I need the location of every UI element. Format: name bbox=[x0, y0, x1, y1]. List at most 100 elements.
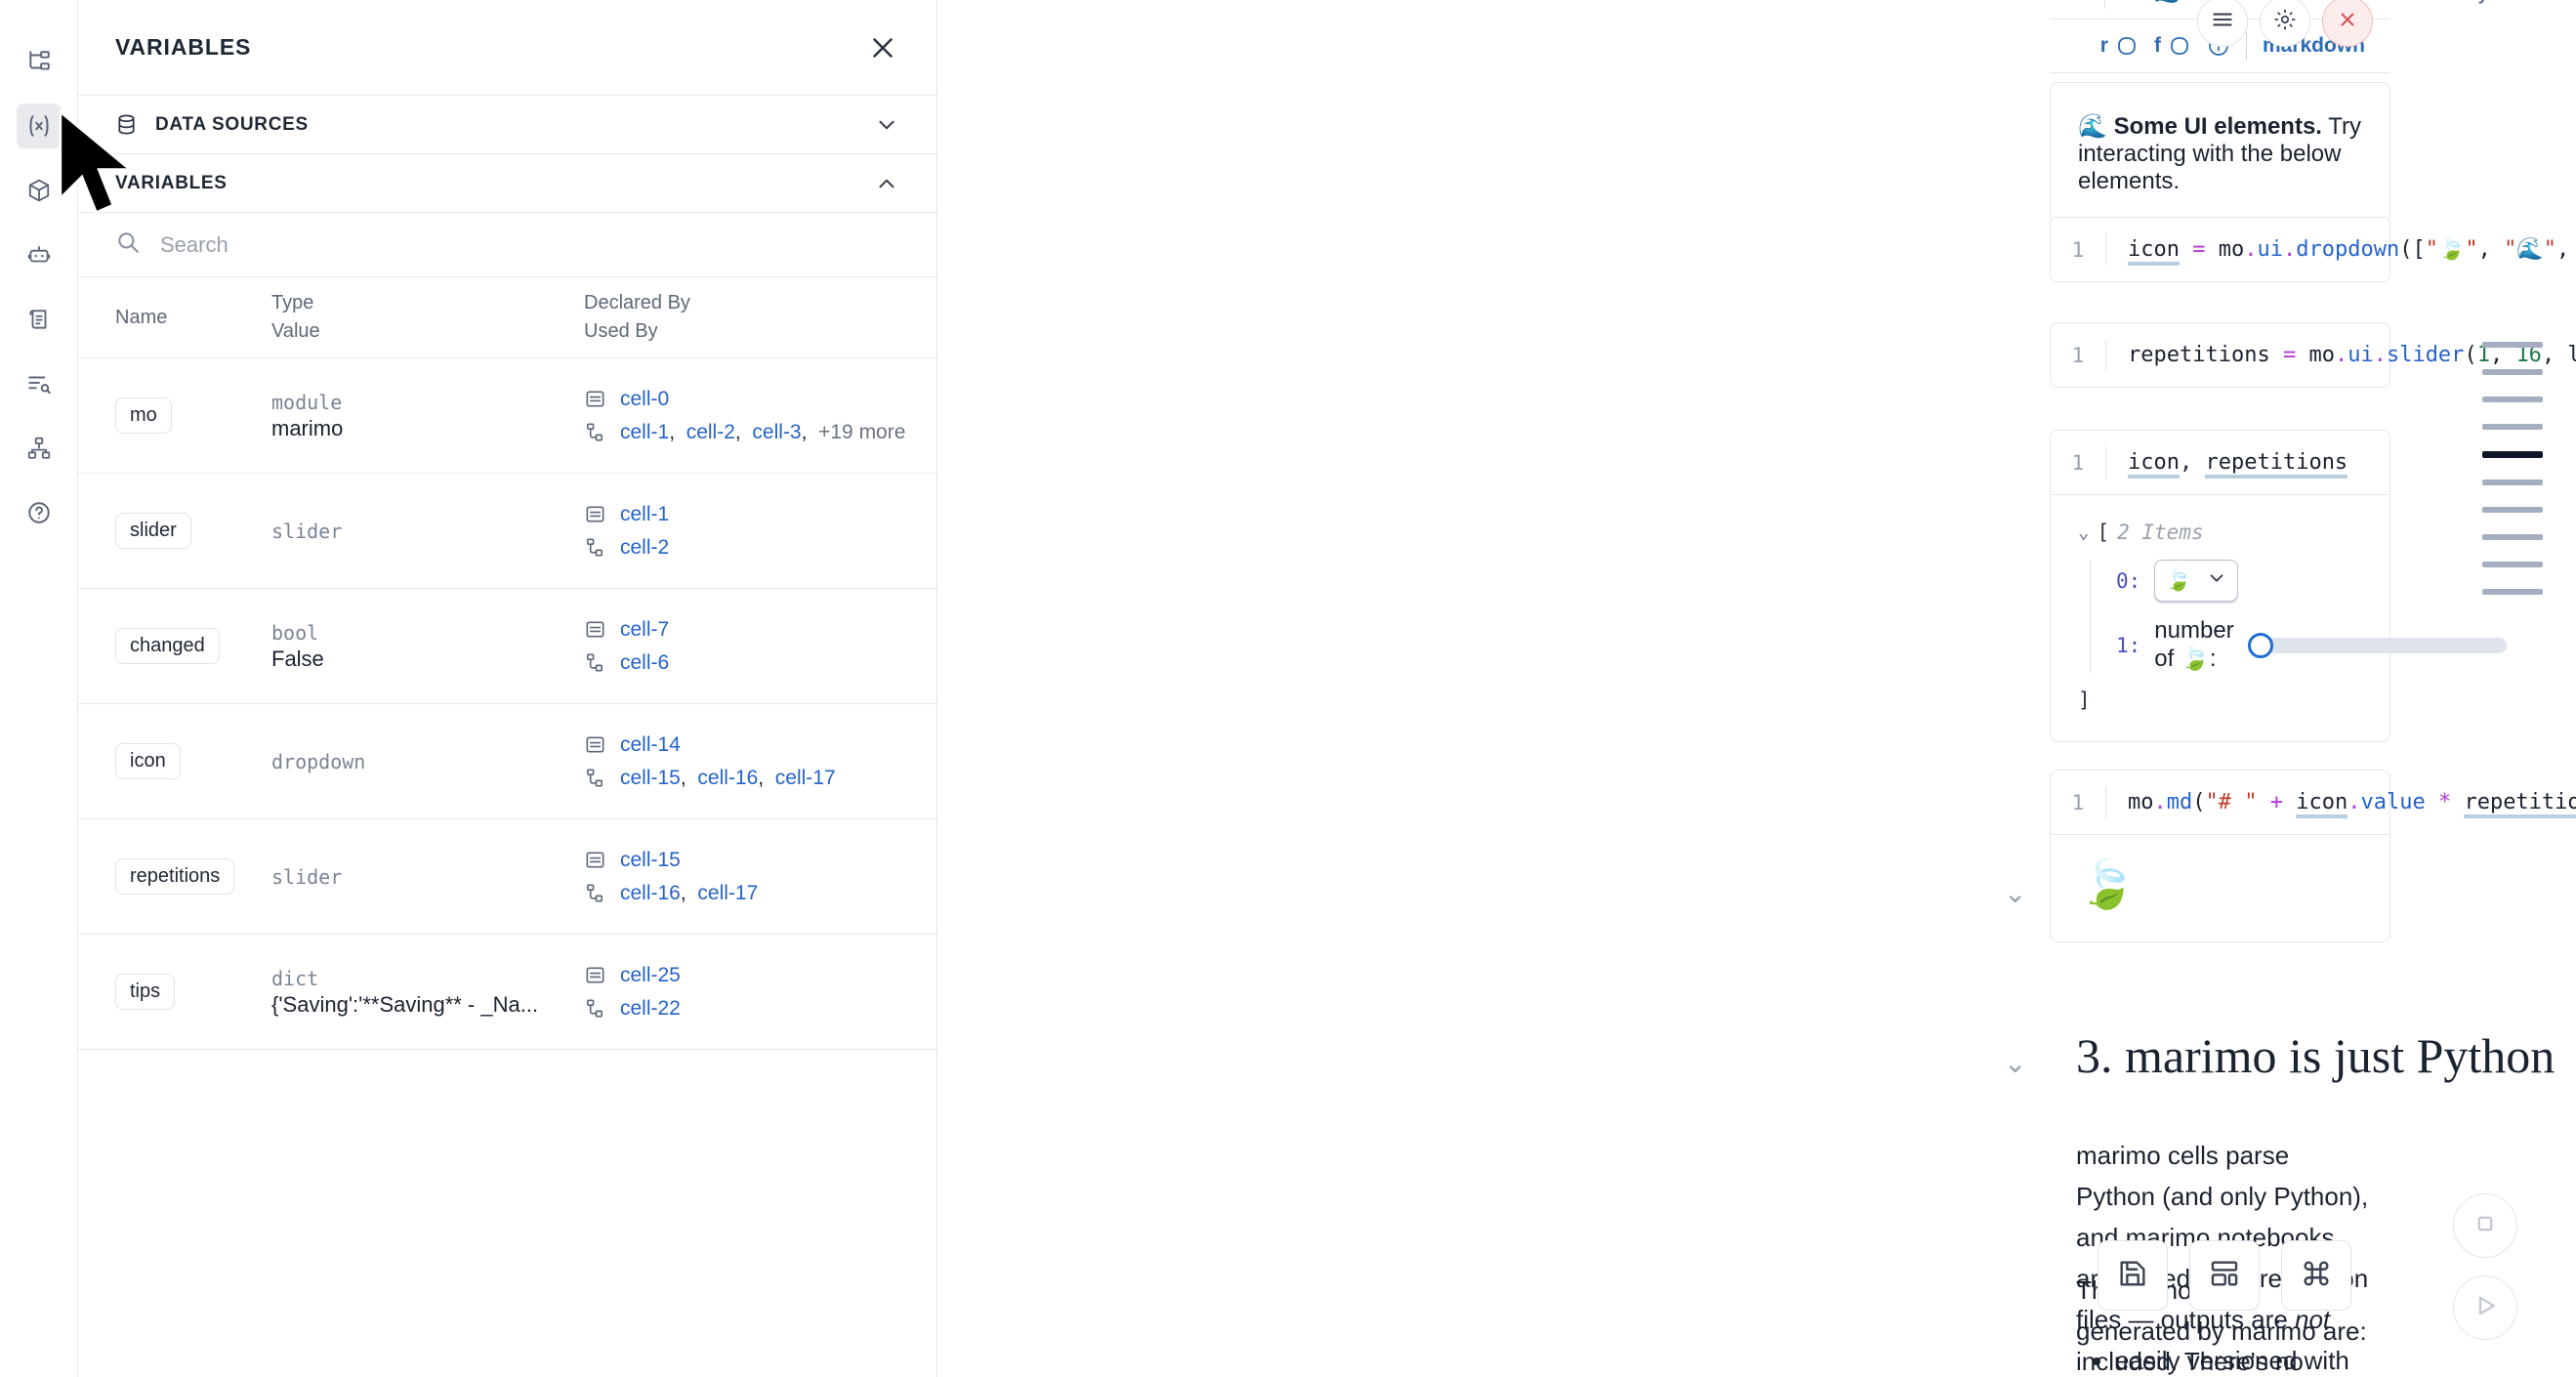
sidebar-item-scratchpad[interactable] bbox=[17, 297, 62, 342]
variable-name-chip[interactable]: tips bbox=[115, 974, 176, 1010]
cell-display[interactable]: 1 icon, repetitionsicon, repetitions ⌄ [… bbox=[2050, 430, 2507, 742]
command-palette-button[interactable] bbox=[2281, 1240, 2351, 1311]
variable-name-chip[interactable]: repetitions bbox=[115, 858, 235, 895]
sidebar-item-variables[interactable] bbox=[16, 104, 62, 148]
more-count-label: +19 more bbox=[818, 420, 906, 443]
sidebar-item-outline[interactable] bbox=[17, 361, 62, 406]
variable-type: dict bbox=[271, 966, 319, 990]
variable-name-chip[interactable]: mo bbox=[115, 397, 172, 434]
format-f-label: f bbox=[2153, 34, 2161, 57]
cell-link[interactable]: cell-15 bbox=[620, 848, 681, 871]
cell-repetitions-slider[interactable]: 1 repetitions = mo.ui.slider(1, 16, labe… bbox=[2050, 322, 2576, 388]
cell-link[interactable]: cell-2 bbox=[686, 420, 735, 443]
cell-link[interactable]: cell-17 bbox=[774, 766, 836, 789]
variable-name-chip[interactable]: slider bbox=[115, 513, 191, 549]
used-by-icon bbox=[584, 651, 606, 674]
line-number: 1 bbox=[2071, 237, 2085, 262]
variable-name-chip[interactable]: icon bbox=[115, 743, 181, 779]
line-number: 1 bbox=[2071, 343, 2085, 367]
close-panel-button[interactable] bbox=[866, 31, 899, 64]
cell-link[interactable]: cell-7 bbox=[620, 617, 670, 641]
used-by-line: cell-16, cell-17 bbox=[584, 882, 936, 905]
cell-editor[interactable]: 1 icon = mo.ui.dropdown(["🍃", "🌊", "✨"],… bbox=[2051, 218, 2569, 281]
variable-value: False bbox=[271, 646, 324, 671]
cell-link[interactable]: cell-2 bbox=[620, 535, 670, 559]
minimap-mark[interactable] bbox=[2482, 396, 2543, 402]
cell-link[interactable]: cell-3 bbox=[752, 420, 802, 443]
cell-link[interactable]: cell-0 bbox=[620, 387, 670, 410]
save-button[interactable] bbox=[2098, 1240, 2168, 1311]
sidebar-item-packages[interactable] bbox=[17, 168, 62, 213]
format-toggle-f[interactable]: f bbox=[2154, 34, 2191, 58]
minimap-mark[interactable] bbox=[2482, 342, 2543, 348]
run-all-button[interactable] bbox=[2453, 1275, 2517, 1340]
layout-button[interactable] bbox=[2189, 1240, 2260, 1311]
variable-name-chip[interactable]: changed bbox=[115, 628, 220, 664]
cell-link[interactable]: cell-6 bbox=[620, 650, 670, 674]
line-number: 1 bbox=[2050, 0, 2104, 5]
collapse-cell-md-icon[interactable]: ⌄ bbox=[2004, 878, 2027, 908]
section-label: VARIABLES bbox=[115, 172, 228, 193]
minimap-mark[interactable] bbox=[2482, 451, 2543, 458]
cell-link[interactable]: cell-1 bbox=[620, 502, 670, 525]
cell-icon-dropdown[interactable]: 1 icon = mo.ui.dropdown(["🍃", "🌊", "✨"],… bbox=[2050, 217, 2569, 282]
minimap-mark[interactable] bbox=[2482, 589, 2543, 595]
minimap-mark[interactable] bbox=[2482, 480, 2543, 485]
reactive-toggle-r[interactable]: r bbox=[2100, 34, 2139, 58]
minimap-mark[interactable] bbox=[2482, 562, 2543, 567]
cell-editor[interactable]: 1 icon, repetitionsicon, repetitions bbox=[2051, 431, 2389, 494]
search-input[interactable] bbox=[160, 231, 899, 258]
cell-link-group: cell-14 bbox=[620, 733, 681, 757]
cell-settings-button[interactable] bbox=[2260, 0, 2310, 47]
variable-type: slider bbox=[271, 864, 343, 889]
dropdown-control[interactable]: 🍃 bbox=[2154, 560, 2238, 602]
cell-link-group: cell-15 bbox=[620, 849, 681, 872]
sidebar-item-dependencies[interactable] bbox=[17, 426, 62, 471]
cell-menu-button[interactable] bbox=[2197, 0, 2248, 47]
cell-link[interactable]: cell-15 bbox=[620, 766, 681, 789]
cell-md-output[interactable]: 1 mo.md("# " + icon.value * repetitions.… bbox=[2050, 770, 2576, 942]
cell-editor[interactable]: 1 mo.md("# " + icon.value * repetitions.… bbox=[2051, 771, 2576, 834]
cell-link[interactable]: cell-14 bbox=[620, 732, 681, 756]
cell-markdown-intro[interactable]: 1 ""🌊 Some UI elements.** Try interactin… bbox=[2050, 0, 2576, 73]
section-data-sources[interactable]: DATA SOURCES bbox=[78, 96, 936, 154]
used-by-line: cell-2 bbox=[584, 536, 936, 560]
cell-link[interactable]: cell-16 bbox=[620, 881, 681, 904]
slider-knob[interactable] bbox=[2247, 632, 2273, 658]
collapse-section-icon[interactable]: ⌄ bbox=[2004, 1048, 2027, 1078]
cell-editor[interactable]: 1 repetitions = mo.ui.slider(1, 16, labe… bbox=[2051, 323, 2576, 387]
cell-link[interactable]: cell-16 bbox=[697, 766, 759, 789]
run-controls bbox=[2453, 1193, 2517, 1340]
minimap[interactable] bbox=[2482, 342, 2543, 595]
section-variables[interactable]: VARIABLES bbox=[78, 154, 936, 213]
sidebar-item-help[interactable] bbox=[17, 490, 62, 535]
sidebar-item-file-tree[interactable] bbox=[17, 39, 62, 84]
slider-control[interactable] bbox=[2247, 632, 2507, 658]
list-output-tree: ⌄ [ 2 Items 0: 🍃 bbox=[2078, 521, 2507, 712]
variable-refs-cell: cell-1 cell-2 bbox=[584, 503, 936, 560]
cell-link-group: cell-16, cell-17 bbox=[620, 882, 758, 905]
cell-link[interactable]: cell-17 bbox=[697, 881, 759, 904]
cell-link[interactable]: cell-22 bbox=[620, 996, 681, 1020]
tree-header[interactable]: ⌄ [ 2 Items bbox=[2078, 521, 2362, 544]
table-row: repetitions slider cell-15 cell-16, cell-17 bbox=[78, 819, 936, 935]
line-number: 1 bbox=[2071, 450, 2085, 475]
minimap-mark[interactable] bbox=[2482, 369, 2543, 375]
minimap-mark[interactable] bbox=[2482, 534, 2543, 540]
minimap-mark[interactable] bbox=[2482, 507, 2543, 513]
used-by-line: cell-22 bbox=[584, 997, 936, 1021]
cell-link[interactable]: cell-25 bbox=[620, 963, 681, 986]
used-by-line: cell-1, cell-2, cell-3, +19 more bbox=[584, 421, 936, 444]
cell-delete-button[interactable] bbox=[2322, 0, 2373, 47]
bullet-1-part-a: easily versioned with bbox=[2115, 1346, 2349, 1375]
header-label-value: Value bbox=[271, 320, 320, 342]
minimap-mark[interactable] bbox=[2482, 424, 2543, 430]
sidebar-item-chat[interactable] bbox=[17, 232, 62, 277]
cell-link[interactable]: cell-1 bbox=[620, 420, 670, 443]
interrupt-button[interactable] bbox=[2453, 1193, 2517, 1258]
slider-track[interactable] bbox=[2264, 637, 2507, 653]
